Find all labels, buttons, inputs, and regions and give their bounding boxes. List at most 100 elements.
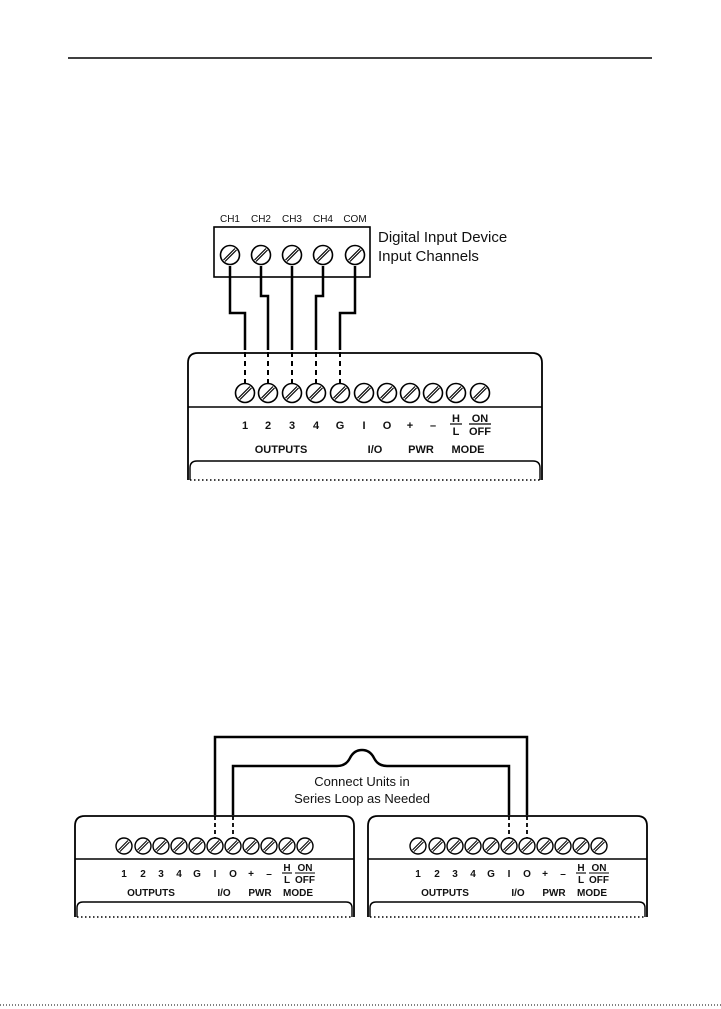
group-label-outputs: OUTPUTS xyxy=(421,888,469,899)
terminal-screw-icon xyxy=(501,838,517,854)
diagram-2: Connect Units in Series Loop as Needed xyxy=(75,737,647,917)
device-screw-icon xyxy=(283,246,302,265)
terminal-screw-icon xyxy=(297,838,313,854)
terminal-screw-icon xyxy=(171,838,187,854)
group-label-io: I/O xyxy=(511,888,525,899)
group-label-io: I/O xyxy=(217,888,231,899)
terminal-screw-icon xyxy=(471,384,490,403)
terminal-labels: 1 2 3 4 G I O + – H L ON OFF OUTPUTS I/O… xyxy=(242,413,491,456)
series-loop-note-line1: Connect Units in xyxy=(314,774,409,789)
terminal-label-plus: + xyxy=(542,869,548,880)
terminal-screw-icon xyxy=(225,838,241,854)
terminal-label-plus: + xyxy=(248,869,254,880)
terminal-screw-icon xyxy=(401,384,420,403)
terminal-label-on: ON xyxy=(472,413,489,425)
wire-dashes xyxy=(245,352,340,384)
terminal-label-3: 3 xyxy=(158,869,164,880)
channel-label-ch1: CH1 xyxy=(220,214,240,225)
terminal-label-i: I xyxy=(214,869,217,880)
terminal-screw-icon xyxy=(307,384,326,403)
terminal-label-2: 2 xyxy=(265,420,271,432)
terminal-screw-icon xyxy=(279,838,295,854)
terminal-label-l: L xyxy=(578,875,584,886)
group-label-outputs: OUTPUTS xyxy=(255,444,308,456)
group-label-pwr: PWR xyxy=(248,888,272,899)
terminal-screw-icon xyxy=(153,838,169,854)
terminal-label-1: 1 xyxy=(242,420,248,432)
terminal-screw-icon xyxy=(555,838,571,854)
group-label-mode: MODE xyxy=(283,888,313,899)
terminal-label-minus: – xyxy=(560,869,566,880)
terminal-screw-icon xyxy=(429,838,445,854)
channel-label-ch4: CH4 xyxy=(313,214,333,225)
group-label-mode: MODE xyxy=(577,888,607,899)
terminal-screw-icon xyxy=(519,838,535,854)
terminal-label-minus: – xyxy=(266,869,272,880)
terminal-label-l: L xyxy=(284,875,290,886)
terminal-screw-icon xyxy=(410,838,426,854)
terminal-label-o: O xyxy=(229,869,237,880)
channel-label-ch3: CH3 xyxy=(282,214,302,225)
terminal-screw-icon xyxy=(236,384,255,403)
terminal-screw-icon xyxy=(207,838,223,854)
channel-label-ch2: CH2 xyxy=(251,214,271,225)
terminal-label-4: 4 xyxy=(313,420,320,432)
terminal-label-3: 3 xyxy=(289,420,295,432)
group-label-io: I/O xyxy=(368,444,383,456)
terminal-screw-icon xyxy=(135,838,151,854)
device-screw-icon xyxy=(221,246,240,265)
terminal-label-off: OFF xyxy=(295,875,315,886)
terminal-label-2: 2 xyxy=(140,869,146,880)
terminal-screw-icon xyxy=(378,384,397,403)
unit-screws xyxy=(236,384,490,403)
loop-wire-dashes xyxy=(215,816,527,840)
device-label-line1: Digital Input Device xyxy=(378,229,507,246)
terminal-label-on: ON xyxy=(592,863,607,874)
terminal-label-plus: + xyxy=(407,420,413,432)
right-unit: 1 2 3 4 G I O + – H L ON OFF OUTPUTS I/O… xyxy=(368,816,647,917)
terminal-screw-icon xyxy=(189,838,205,854)
terminal-label-h: H xyxy=(452,413,460,425)
group-label-pwr: PWR xyxy=(542,888,566,899)
terminal-screw-icon xyxy=(465,838,481,854)
terminal-screw-icon xyxy=(243,838,259,854)
terminal-screw-icon xyxy=(261,838,277,854)
terminal-label-o: O xyxy=(523,869,531,880)
terminal-label-i: I xyxy=(508,869,511,880)
terminal-label-4: 4 xyxy=(470,869,476,880)
terminal-label-off: OFF xyxy=(469,426,491,438)
terminal-label-o: O xyxy=(383,420,392,432)
wires xyxy=(230,266,355,350)
terminal-screw-icon xyxy=(424,384,443,403)
terminal-screw-icon xyxy=(447,838,463,854)
terminal-label-1: 1 xyxy=(121,869,127,880)
terminal-label-g: G xyxy=(336,420,345,432)
terminal-screw-icon xyxy=(591,838,607,854)
terminal-screw-icon xyxy=(537,838,553,854)
terminal-screw-icon xyxy=(116,838,132,854)
terminal-label-g: G xyxy=(193,869,201,880)
terminal-label-on: ON xyxy=(298,863,313,874)
terminal-label-off: OFF xyxy=(589,875,609,886)
terminal-label-minus: – xyxy=(430,420,436,432)
device-screw-icon xyxy=(346,246,365,265)
terminal-screw-icon xyxy=(283,384,302,403)
terminal-label-g: G xyxy=(487,869,495,880)
group-label-outputs: OUTPUTS xyxy=(127,888,175,899)
terminal-label-1: 1 xyxy=(415,869,421,880)
terminal-screw-icon xyxy=(355,384,374,403)
terminal-label-4: 4 xyxy=(176,869,182,880)
series-loop-note-line2: Series Loop as Needed xyxy=(294,791,430,806)
diagram-1: CH1 CH2 CH3 CH4 COM Digital Input Device… xyxy=(188,214,542,480)
terminal-label-h: H xyxy=(577,863,584,874)
device-screw-icon xyxy=(252,246,271,265)
terminal-screw-icon xyxy=(331,384,350,403)
terminal-label-2: 2 xyxy=(434,869,440,880)
device-label-line2: Input Channels xyxy=(378,248,479,265)
terminal-screw-icon xyxy=(483,838,499,854)
terminal-screw-icon xyxy=(259,384,278,403)
terminal-label-i: I xyxy=(362,420,365,432)
group-label-mode: MODE xyxy=(452,444,485,456)
